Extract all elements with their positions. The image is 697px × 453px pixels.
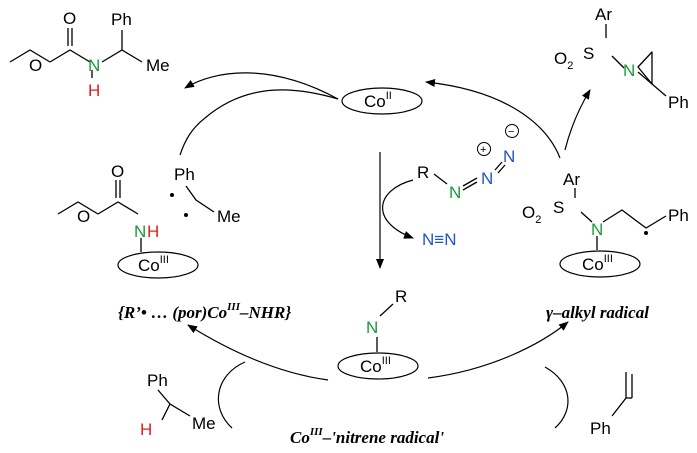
atom-n1-azide: N [449,183,461,202]
atom-h-amide: H [88,81,100,100]
atom-n-amide: N [88,56,100,75]
aziridine-product: Ar O2 S N Ph [554,5,689,112]
group-ph-ethylbenzene: Ph [147,371,168,390]
arrow-to-left-intermediate [187,324,329,381]
atom-n-nitrene: N [366,318,378,337]
co-iii-right-label: CoIII [582,253,613,274]
atom-n2-azide: N [481,169,493,188]
atom-h-left: H [147,222,159,241]
group-ph-aziridine: Ph [668,93,689,112]
group-o2-right: O2 [522,203,541,226]
atom-n-aziridine: N [623,61,635,80]
ethylbenzene-reagent: Ph H Me [140,371,216,439]
atom-s: S [583,44,594,63]
group-me-left: Me [217,207,241,226]
arrow-to-right-intermediate [427,321,569,379]
arc-left-top [204,89,339,119]
nitrene-radical-complex: N R CoIII [337,287,419,380]
radical-intermediate-left: O O N H Ph Me CoIII [57,162,241,279]
group-r-azide: R [417,163,429,182]
co-ii-label: CoII [364,90,392,111]
group-ph: Ph [111,10,132,29]
arc-left-rise [179,117,206,156]
atom-o-ether: O [29,56,42,75]
group-ar: Ar [595,5,612,24]
atom-o-carbonyl-left: O [111,162,124,181]
atom-n-left: N [134,222,146,241]
caption-right: γ–alkyl radical [546,303,649,322]
group-r-nitrene: R [395,287,407,306]
group-ph-left: Ph [174,165,195,184]
co-iii-bottom-label: CoIII [360,355,391,376]
arrow-to-aziridine [564,89,591,151]
gamma-alkyl-radical: Ar O2 S N Ph CoIII [522,170,689,278]
charge-plus: + [480,144,486,156]
atom-n3-azide: N [503,147,515,166]
group-ph-styrene: Ph [590,419,611,438]
co-ii-catalyst: CoII [341,87,423,115]
caption-left: {R’• … (por)CoIII–NHR} [118,301,291,322]
arc-styrene-in [544,366,569,429]
arrow-release-n2 [382,179,414,239]
carbamate-product: O O N H Ph Me [9,9,170,100]
group-ar-right: Ar [563,170,580,189]
arc-ethylbenzene-in [217,361,246,429]
azide-reagent: R N N N + − [417,124,519,202]
atom-h-ethylbenzene: H [140,420,152,439]
atom-s-right: S [553,198,564,217]
group-me-ethylbenzene: Me [192,414,216,433]
group-o2: O2 [554,49,573,72]
atom-o-carbonyl: O [63,9,76,28]
arrow-to-carbamate [184,72,339,100]
caption-bottom: CoIII–'nitrene radical' [290,426,444,447]
dinitrogen: N≡N [422,230,456,249]
arrow-to-co-ii [425,78,561,159]
styrene-reagent: Ph [590,372,633,438]
co-iii-left-label: CoIII [138,254,169,275]
group-ph-right: Ph [668,206,689,225]
group-me: Me [146,56,170,75]
atom-n-right: N [591,220,603,239]
charge-minus: − [508,126,514,138]
atom-o-ether-left: O [77,207,90,226]
